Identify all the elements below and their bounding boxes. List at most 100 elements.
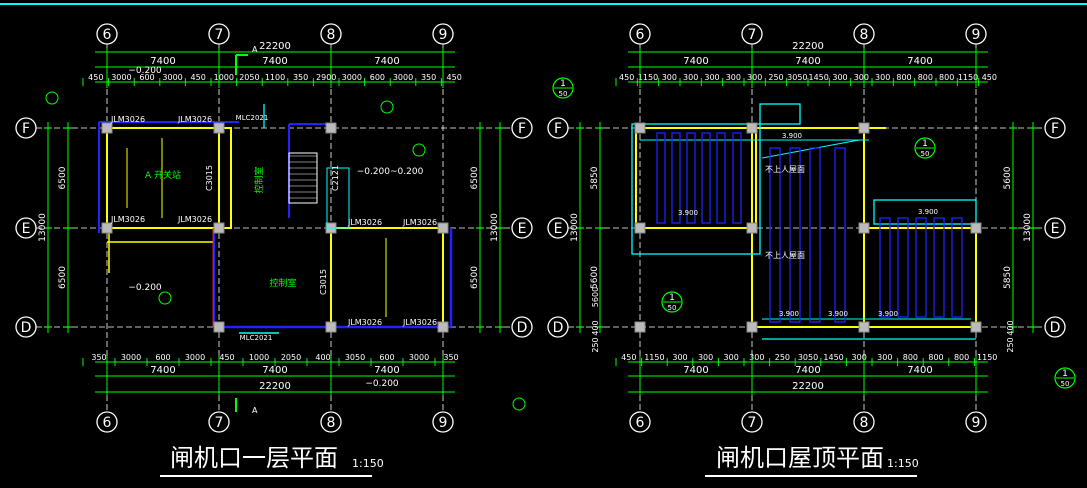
column (101, 122, 113, 134)
column (437, 321, 449, 333)
dim-bottom-seg-text: 800 (954, 353, 969, 362)
dim-top-seg-text: 800 (918, 73, 933, 82)
section-mark-label: A (252, 45, 258, 54)
roof-rib (897, 217, 909, 318)
dim-bottom-seg-text: 300 (672, 353, 687, 362)
elev-mid: −0.200~0.200 (357, 167, 424, 177)
dim-left-1: 5850 (590, 166, 600, 189)
axis-bubble-left-D-label: D (21, 320, 32, 336)
dim-bottom-seg-text: 350 (91, 353, 106, 362)
roof-elev: 3.900 (878, 310, 898, 318)
axis-bubble-bottom-8-label: 8 (860, 415, 869, 431)
wall-column (218, 127, 232, 229)
detail-ref-circle (552, 77, 574, 99)
door-label: JLM3026 (110, 115, 145, 124)
axis-bubble-top-7-label: 7 (215, 27, 224, 43)
dim-bottom-seg-text: 300 (852, 353, 867, 362)
dim-top-seg-text: 800 (896, 73, 911, 82)
dim-top-seg-text: 450 (447, 73, 462, 82)
dim-bottom-seg-text: 450 (621, 353, 636, 362)
axis-bubble-top-7-circle (208, 23, 230, 45)
axis-bubble-left-E-circle (547, 217, 569, 239)
window-label: C3015 (319, 269, 328, 295)
dim-bottom-seg-text: 450 (219, 353, 234, 362)
axis-bubble-top-9-label: 9 (972, 27, 981, 43)
roof-rib (769, 147, 781, 323)
dim-right-1: 6500 (470, 166, 480, 189)
column (213, 122, 225, 134)
dim-bottom-seg-text: 3050 (798, 353, 818, 362)
right-plan-scale: 1:150 (887, 457, 919, 470)
roof-elev: 3.900 (918, 208, 938, 216)
axis-bubble-top-6-circle (629, 23, 651, 45)
dim-left-total: 13000 (38, 213, 48, 242)
detail-ref-sub: 50 (921, 150, 930, 158)
dim-bottom-seg-text: 3000 (409, 353, 429, 362)
axis-bubble-bottom-8-circle (853, 411, 875, 433)
dim-top-seg-text: 300 (875, 73, 890, 82)
dim-bottom-seg-text: 300 (724, 353, 739, 362)
dim-right-total: 13000 (1023, 213, 1033, 242)
axis-bubble-left-E-circle (15, 217, 37, 239)
dim-bottom-seg-text: 600 (155, 353, 170, 362)
dim-left-extra: 250 (591, 337, 600, 352)
dim-bottom-seg-text: 250 (775, 353, 790, 362)
window-label: C2121 (331, 165, 340, 191)
axis-bubble-bottom-6-label: 6 (636, 415, 645, 431)
roof-elev: 3.900 (678, 209, 698, 217)
detail-ref-circle (661, 291, 683, 313)
dim-bottom-seg-text: 800 (903, 353, 918, 362)
dim-top-seg-text: 300 (747, 73, 762, 82)
dim-top-seg-text: 3050 (787, 73, 807, 82)
dim-bottom-seg-text: 3000 (185, 353, 205, 362)
column (101, 222, 113, 234)
axis-bubble-top-8-circle (320, 23, 342, 45)
cyan-box (326, 167, 350, 229)
parapet-right (873, 199, 977, 225)
dim-right-total: 13000 (490, 213, 500, 242)
section-mark-label: A (252, 406, 258, 415)
column (746, 321, 758, 333)
roof-elev: 3.900 (828, 310, 848, 318)
column (858, 321, 870, 333)
dim-top-seg-text: 350 (293, 73, 308, 82)
door-label: JLM3026 (110, 215, 145, 224)
detail-ref-num: 1 (669, 293, 675, 303)
dim-bottom-seg-text: 1150 (644, 353, 664, 362)
dim-top-total-text: 22200 (792, 41, 824, 52)
dim-top-seg-text: 1100 (265, 73, 285, 82)
dim-top-seg-text: 300 (726, 73, 741, 82)
column (325, 122, 337, 134)
column (858, 122, 870, 134)
roof-label: 不上人屋面 (765, 165, 805, 174)
door-label: JLM3026 (177, 115, 212, 124)
dim-top-seg-text: 350 (421, 73, 436, 82)
roof-rib (879, 217, 891, 318)
dim-left-extra: 400 (591, 320, 600, 335)
axis-bubble-top-9-circle (432, 23, 454, 45)
axis-bubble-bottom-9-circle (432, 411, 454, 433)
column (634, 222, 646, 234)
dim-top-seg-text: 1000 (214, 73, 234, 82)
dim-bottom-span-text: 7400 (150, 365, 175, 376)
room-label-control: 控制室 (269, 277, 296, 289)
axis-bubble-right-F-circle (1044, 117, 1066, 139)
axis-bubble-bottom-9-label: 9 (439, 415, 448, 431)
axis-bubble-right-F-label: F (1051, 121, 1059, 137)
axis-bubble-bottom-8-label: 8 (327, 415, 336, 431)
axis-bubble-right-D-label: D (1050, 320, 1061, 336)
dim-bottom-seg-text: 800 (928, 353, 943, 362)
axis-bubble-left-E-label: E (554, 221, 563, 237)
column (634, 321, 646, 333)
column (634, 122, 646, 134)
axis-bubble-right-F-label: F (518, 121, 526, 137)
axis-bubble-bottom-7-circle (741, 411, 763, 433)
window-label: C3015 (205, 165, 214, 191)
dim-top-seg-text: 3000 (162, 73, 182, 82)
roof-elev: 3.900 (782, 132, 802, 140)
roof-rib (834, 147, 846, 323)
roof-rib (671, 132, 681, 224)
dim-top-seg-text: 450 (982, 73, 997, 82)
